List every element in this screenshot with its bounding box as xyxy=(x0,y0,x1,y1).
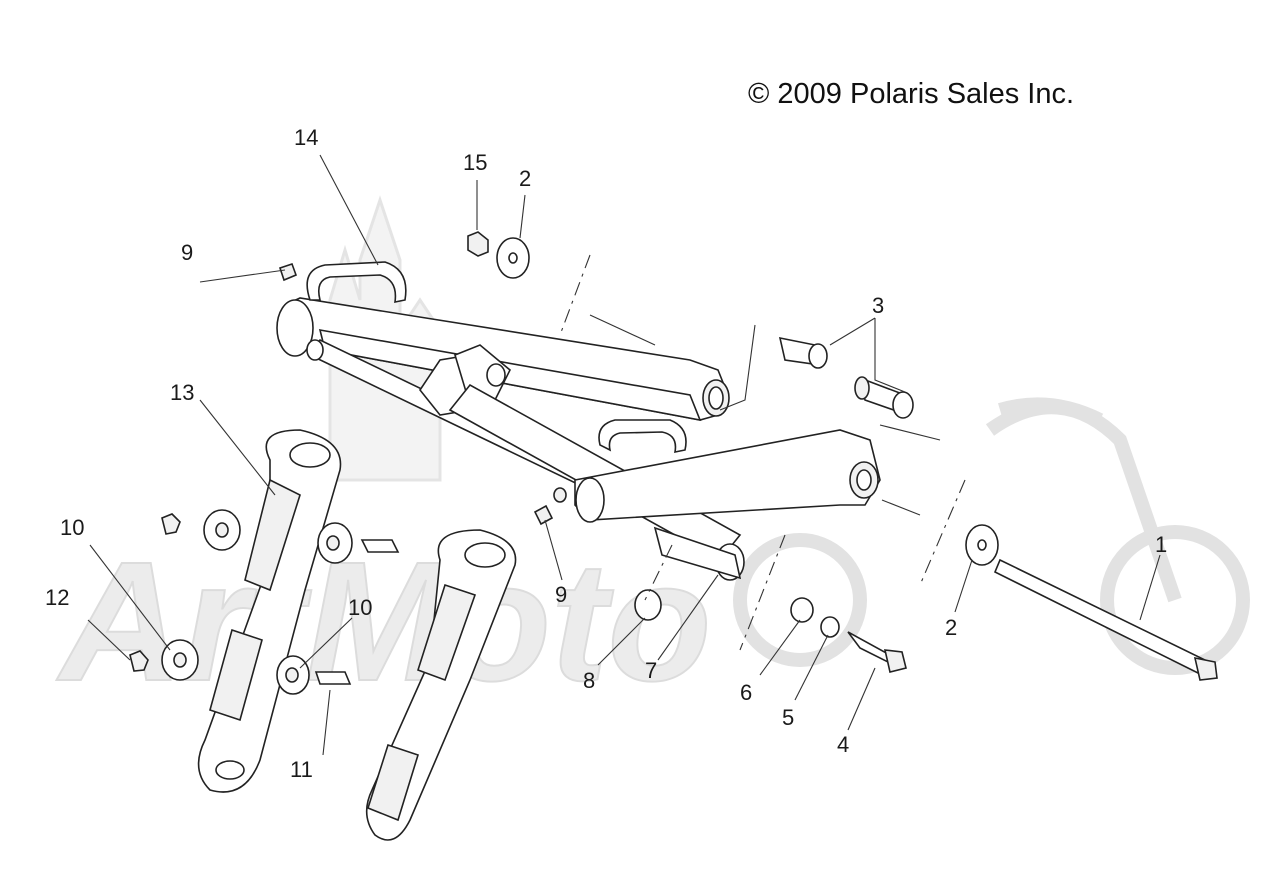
callout-9-bottom: 9 xyxy=(555,582,567,607)
washer-part-6 xyxy=(790,597,814,623)
pin-part-11 xyxy=(314,671,352,685)
callout-labels: 14 15 2 3 9 13 10 12 10 11 9 8 7 6 5 4 2… xyxy=(45,125,1167,782)
watermark-motorcycle-icon xyxy=(733,397,1250,675)
washer-hole-top xyxy=(508,252,518,264)
copyright-text: © 2009 Polaris Sales Inc. xyxy=(748,78,1074,110)
callout-4: 4 xyxy=(837,732,849,757)
callout-11: 11 xyxy=(290,757,313,782)
link-part-13 xyxy=(197,429,342,793)
grease-fitting-b xyxy=(533,504,554,526)
callout-12: 12 xyxy=(45,585,69,610)
bushing-hole-10-top xyxy=(215,522,229,538)
callout-2-right: 2 xyxy=(945,615,957,640)
callout-13: 13 xyxy=(170,380,194,405)
link-part-front xyxy=(365,529,517,841)
tube-part-7 xyxy=(653,526,742,580)
nut-part-top xyxy=(161,513,181,535)
callout-1: 1 xyxy=(1155,532,1167,557)
center-lines xyxy=(559,254,966,651)
callout-7: 7 xyxy=(645,658,657,683)
callout-9-top: 9 xyxy=(181,240,193,265)
callout-10-right: 10 xyxy=(348,595,372,620)
nut-part-12 xyxy=(129,650,149,672)
bushing-hole-10-right xyxy=(285,667,299,683)
grease-fitting-a xyxy=(278,262,298,282)
callout-10-left: 10 xyxy=(60,515,84,540)
callout-leaders xyxy=(87,154,1161,756)
grease-fitting-c xyxy=(553,487,567,503)
bushing-parts xyxy=(778,336,914,419)
callout-8: 8 xyxy=(583,668,595,693)
svg-text:ArtMoto: ArtMoto xyxy=(56,527,711,717)
callout-2-top: 2 xyxy=(519,166,531,191)
bolt-head-4 xyxy=(883,649,907,673)
bushing-hole-10-left xyxy=(173,652,187,668)
callout-6: 6 xyxy=(740,680,752,705)
oring-part-8 xyxy=(634,589,662,621)
washer-part-5 xyxy=(820,616,840,638)
lower-arm-assembly xyxy=(574,419,881,523)
bushing-hole-right xyxy=(326,535,340,551)
callout-5: 5 xyxy=(782,705,794,730)
callout-15: 15 xyxy=(463,150,487,175)
callout-14: 14 xyxy=(294,125,318,150)
pin-part-top xyxy=(360,539,400,553)
washer-hole-right xyxy=(977,539,987,551)
nut-part-15 xyxy=(467,231,489,257)
bolt-head-1 xyxy=(1193,656,1218,681)
callout-3: 3 xyxy=(872,293,884,318)
